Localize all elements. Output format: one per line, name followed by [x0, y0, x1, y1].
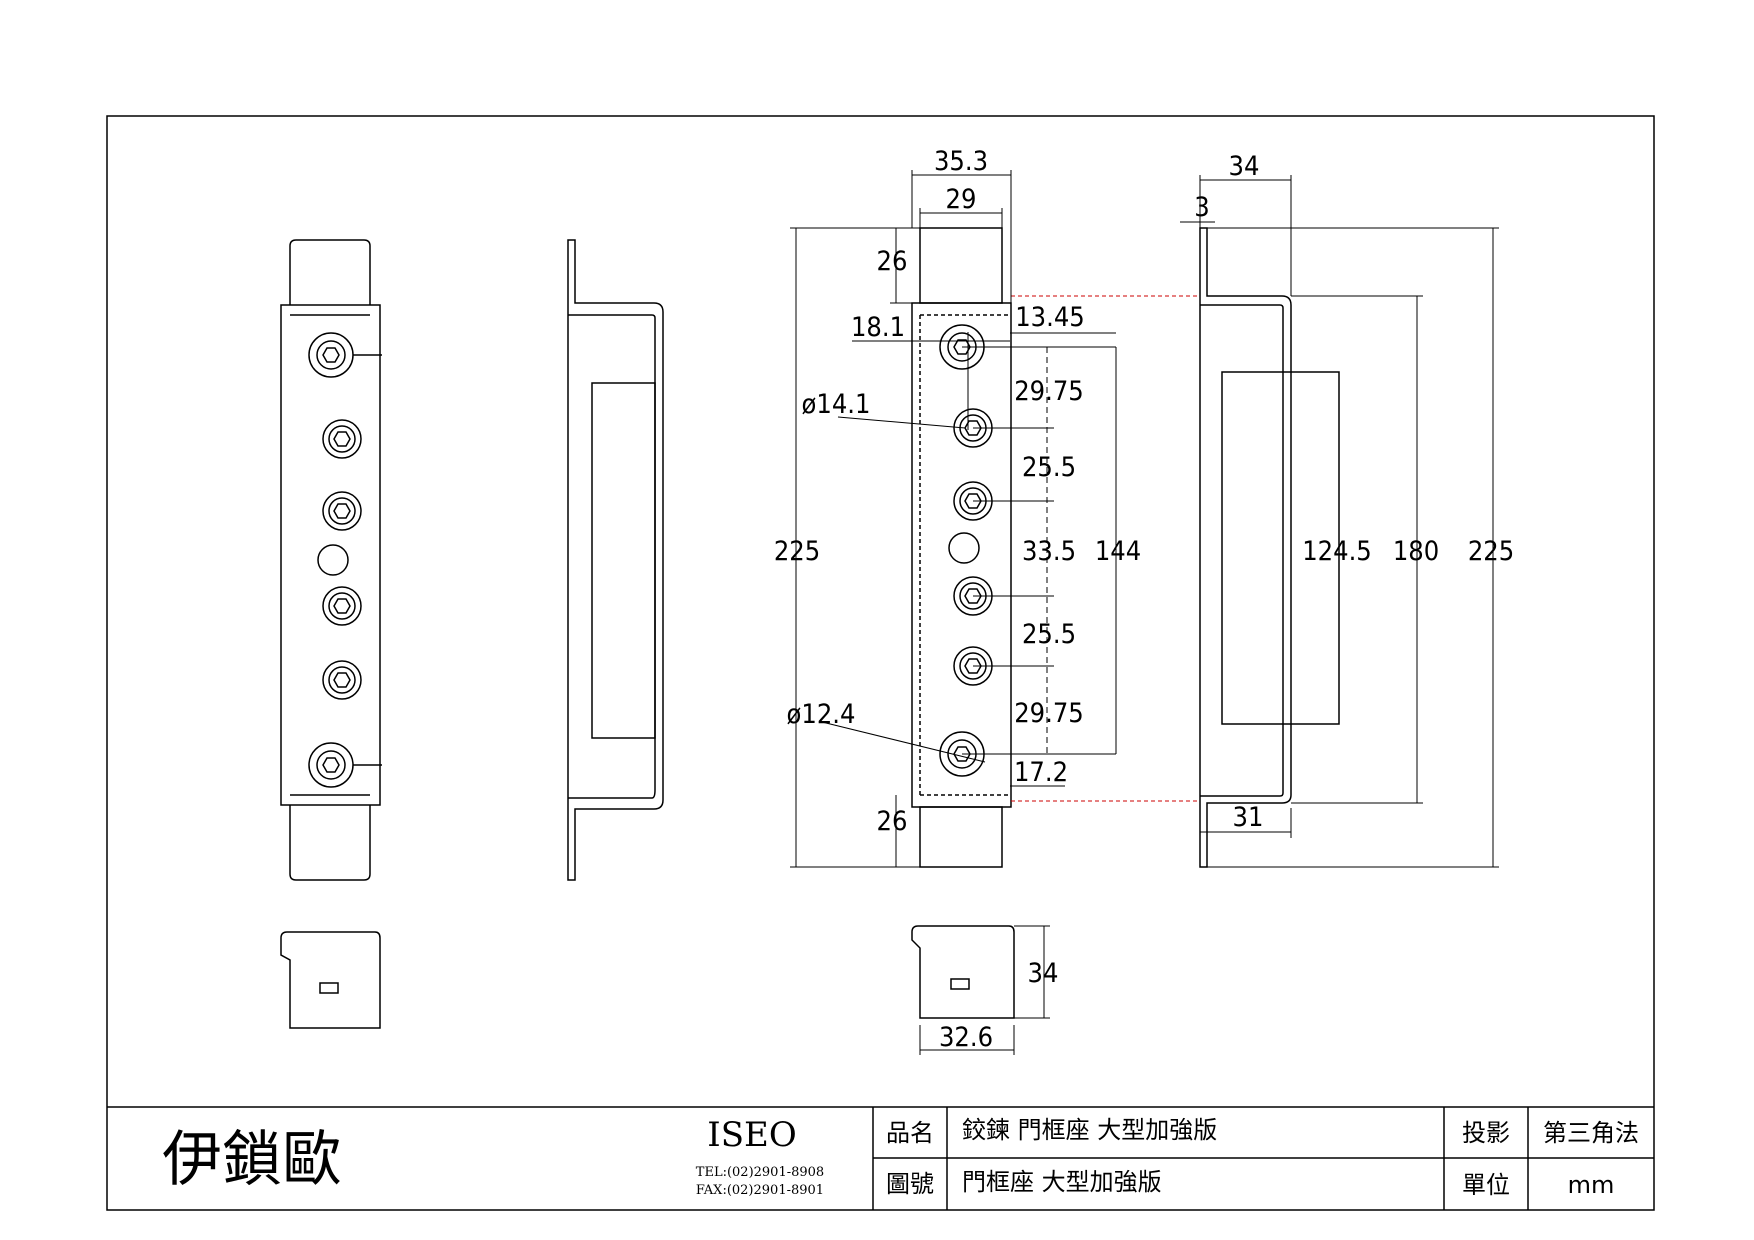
bottom-view-right — [911, 925, 1015, 1019]
dim-pitch-1: 29.75 — [1014, 376, 1084, 407]
projection-value: 第三角法 — [1543, 1119, 1639, 1147]
dim-inner-width: 29 — [946, 184, 977, 215]
unit-value: mm — [1568, 1171, 1615, 1199]
brand-name: ISEO — [707, 1115, 796, 1155]
dim-slot-height: 124.5 — [1302, 536, 1372, 567]
dim-body-height: 180 — [1393, 536, 1439, 567]
dim-overall-height-side: 225 — [1468, 536, 1514, 567]
projection-label: 投影 — [1462, 1119, 1510, 1147]
product-name-label: 品名 — [886, 1119, 934, 1147]
dim-dia-small: ø14.1 — [802, 389, 871, 420]
dim-hole-offset-left: 18.1 — [851, 312, 905, 343]
title-block-text: 伊鎖歐 ISEO TEL:(02)2901-8908 FAX:(02)2901-… — [162, 1115, 1639, 1199]
drawing-no: 門框座 大型加強版 — [962, 1168, 1162, 1196]
fax-number: FAX:(02)2901-8901 — [696, 1183, 824, 1198]
dim-pitch-4: 25.5 — [1022, 619, 1076, 650]
dim-side-bottom-width: 31 — [1233, 802, 1264, 833]
dim-pitch-2: 25.5 — [1022, 452, 1076, 483]
dimension-lines — [790, 170, 1499, 1055]
projection-links — [1011, 295, 1200, 802]
bottom-view-left — [280, 931, 381, 1029]
side-profile-view — [567, 239, 664, 881]
sheet-border — [106, 115, 1655, 1211]
dim-overall-width: 35.3 — [934, 146, 988, 177]
company-name: 伊鎖歐 — [162, 1125, 342, 1195]
dim-pitch-3: 33.5 — [1022, 536, 1076, 567]
unit-label: 單位 — [1462, 1171, 1510, 1199]
front-view-left — [280, 239, 382, 881]
tel-number: TEL:(02)2901-8908 — [696, 1165, 824, 1180]
drawing-no-label: 圖號 — [886, 1170, 934, 1198]
front-view-dimensioned — [911, 227, 1012, 868]
dim-bottom-view-depth: 34 — [1028, 958, 1059, 989]
dim-side-depth: 34 — [1229, 151, 1260, 182]
title-block — [107, 1106, 1654, 1210]
dim-hole-offset-right: 13.45 — [1015, 302, 1085, 333]
dim-tab-top-height: 26 — [877, 246, 908, 277]
dim-side-thickness: 3 — [1194, 192, 1209, 223]
dim-bottom-view-width: 32.6 — [939, 1022, 993, 1053]
dim-pitch-5: 29.75 — [1014, 698, 1084, 729]
dim-bottom-hole-offset: 17.2 — [1014, 757, 1068, 788]
dim-tab-bottom-height: 26 — [877, 806, 908, 837]
dim-overall-height-front: 225 — [774, 536, 820, 567]
dimension-labels: 35.3 29 26 26 18.1 13.45 ø14.1 29.75 25.… — [774, 146, 1514, 1053]
dim-hole-span: 144 — [1095, 536, 1141, 567]
dim-dia-large: ø12.4 — [787, 699, 856, 730]
product-name: 鉸鍊 門框座 大型加強版 — [962, 1116, 1217, 1144]
